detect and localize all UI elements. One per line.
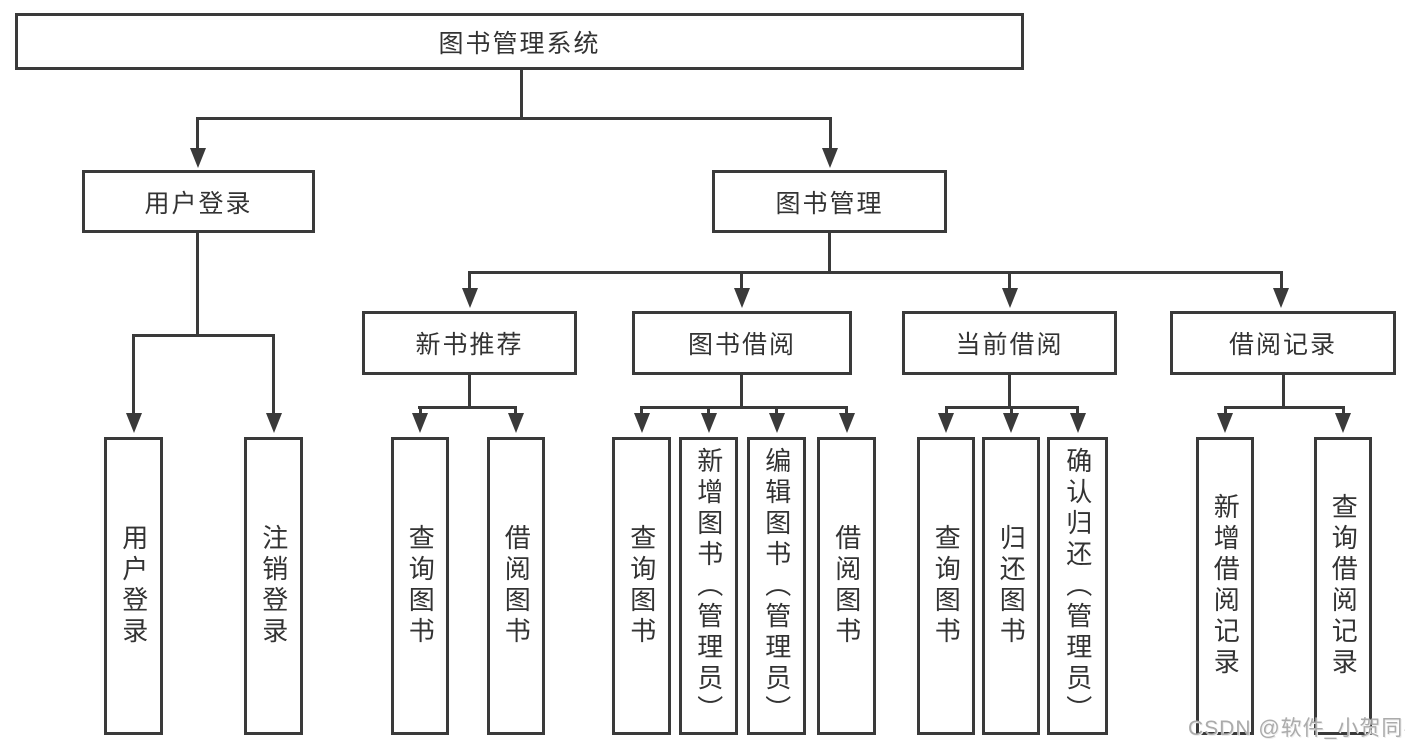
connector-drop-nb-query xyxy=(419,406,422,415)
node-root-label: 图书管理系统 xyxy=(438,29,601,58)
node-new-books: 新书推荐 xyxy=(362,311,577,375)
leaf-nb-query-books-label: 查询图书 xyxy=(405,524,436,648)
arrowhead-user-login xyxy=(190,148,206,168)
connector-newbooks-stem xyxy=(468,373,471,408)
leaf-br-query-record-label: 查询借阅记录 xyxy=(1328,493,1359,679)
connector-drop-br-add xyxy=(1224,406,1227,415)
connector-mgmt-stem xyxy=(828,231,831,273)
connector-user-stem xyxy=(196,231,199,336)
connector-drop-user-login xyxy=(196,117,199,150)
connector-root-stem xyxy=(520,67,523,119)
arrowhead-bb-edit xyxy=(769,413,785,433)
connector-borrow-rail xyxy=(640,406,847,409)
connector-drop-book-borrow xyxy=(740,271,743,290)
leaf-bb-edit-books-admin: 编辑图书（管理员） xyxy=(747,437,806,735)
leaf-bb-query-books: 查询图书 xyxy=(612,437,671,735)
connector-root-rail xyxy=(196,117,832,120)
node-user-login-label: 用户登录 xyxy=(144,189,253,218)
connector-drop-leaf-login xyxy=(132,334,135,415)
leaf-logout: 注销登录 xyxy=(244,437,303,735)
connector-drop-bb-query xyxy=(640,406,643,415)
leaf-bb-add-books-admin: 新增图书（管理员） xyxy=(679,437,738,735)
connector-drop-nb-borrow xyxy=(514,406,517,415)
connector-drop-br-query xyxy=(1342,406,1345,415)
arrowhead-current-borrow xyxy=(1002,288,1018,308)
node-root: 图书管理系统 xyxy=(15,13,1024,70)
leaf-br-add-record-label: 新增借阅记录 xyxy=(1210,493,1241,679)
connector-records-rail xyxy=(1224,406,1344,409)
connector-drop-current-borrow xyxy=(1008,271,1011,290)
connector-drop-leaf-logout xyxy=(272,334,275,415)
leaf-nb-query-books: 查询图书 xyxy=(391,437,449,735)
connector-current-stem xyxy=(1008,373,1011,408)
connector-mgmt-rail xyxy=(468,271,1282,274)
arrowhead-bb-query xyxy=(634,413,650,433)
arrowhead-leaf-login xyxy=(126,413,142,433)
node-user-login: 用户登录 xyxy=(82,170,315,233)
connector-drop-cb-confirm xyxy=(1076,406,1079,415)
arrowhead-bb-add xyxy=(701,413,717,433)
node-borrow-records: 借阅记录 xyxy=(1170,311,1396,375)
arrowhead-br-add xyxy=(1217,413,1233,433)
node-current-borrow-label: 当前借阅 xyxy=(955,331,1064,359)
leaf-br-add-record: 新增借阅记录 xyxy=(1196,437,1254,735)
arrowhead-borrow-records xyxy=(1273,288,1289,308)
arrowhead-book-mgmt xyxy=(822,148,838,168)
leaf-cb-query-books: 查询图书 xyxy=(917,437,975,735)
connector-drop-book-mgmt xyxy=(829,117,832,150)
arrowhead-book-borrow xyxy=(734,288,750,308)
leaf-cb-return-books: 归还图书 xyxy=(982,437,1040,735)
leaf-nb-borrow-books: 借阅图书 xyxy=(487,437,545,735)
connector-drop-borrow-records xyxy=(1280,271,1283,290)
arrowhead-cb-return xyxy=(1003,413,1019,433)
connector-drop-bb-borrow xyxy=(845,406,848,415)
arrowhead-cb-confirm xyxy=(1070,413,1086,433)
leaf-user-login: 用户登录 xyxy=(104,437,163,735)
leaf-bb-query-books-label: 查询图书 xyxy=(626,524,657,648)
leaf-bb-borrow-books: 借阅图书 xyxy=(817,437,876,735)
connector-newbooks-rail xyxy=(418,406,517,409)
connector-drop-bb-add xyxy=(707,406,710,415)
node-current-borrow: 当前借阅 xyxy=(902,311,1117,375)
arrowhead-br-query xyxy=(1335,413,1351,433)
connector-drop-cb-query xyxy=(945,406,948,415)
connector-drop-new-books xyxy=(468,271,471,290)
leaf-cb-confirm-return-admin: 确认归还（管理员） xyxy=(1047,437,1108,735)
arrowhead-cb-query xyxy=(938,413,954,433)
node-book-borrow-label: 图书借阅 xyxy=(687,331,796,359)
leaf-nb-borrow-books-label: 借阅图书 xyxy=(501,524,532,648)
connector-borrow-stem xyxy=(740,373,743,408)
leaf-bb-edit-books-admin-label: 编辑图书（管理员） xyxy=(761,446,792,726)
node-borrow-records-label: 借阅记录 xyxy=(1228,331,1337,359)
arrowhead-new-books xyxy=(462,288,478,308)
leaf-cb-return-books-label: 归还图书 xyxy=(996,524,1027,648)
leaf-bb-borrow-books-label: 借阅图书 xyxy=(831,524,862,648)
leaf-cb-query-books-label: 查询图书 xyxy=(931,524,962,648)
leaf-user-login-label: 用户登录 xyxy=(118,524,149,648)
connector-drop-cb-return xyxy=(1010,406,1013,415)
connector-drop-bb-edit xyxy=(775,406,778,415)
arrowhead-nb-query xyxy=(412,413,428,433)
leaf-cb-confirm-return-admin-label: 确认归还（管理员） xyxy=(1062,446,1093,726)
node-book-mgmt: 图书管理 xyxy=(712,170,947,233)
arrowhead-nb-borrow xyxy=(508,413,524,433)
connector-records-stem xyxy=(1282,373,1285,408)
node-book-borrow: 图书借阅 xyxy=(632,311,852,375)
connector-user-rail xyxy=(132,334,275,337)
node-new-books-label: 新书推荐 xyxy=(415,331,524,359)
leaf-bb-add-books-admin-label: 新增图书（管理员） xyxy=(693,446,724,726)
arrowhead-bb-borrow xyxy=(839,413,855,433)
arrowhead-leaf-logout xyxy=(266,413,282,433)
leaf-logout-label: 注销登录 xyxy=(258,524,289,648)
watermark: CSDN @软件_小贺同学 xyxy=(1188,717,1405,740)
leaf-br-query-record: 查询借阅记录 xyxy=(1314,437,1372,735)
node-book-mgmt-label: 图书管理 xyxy=(775,189,884,218)
